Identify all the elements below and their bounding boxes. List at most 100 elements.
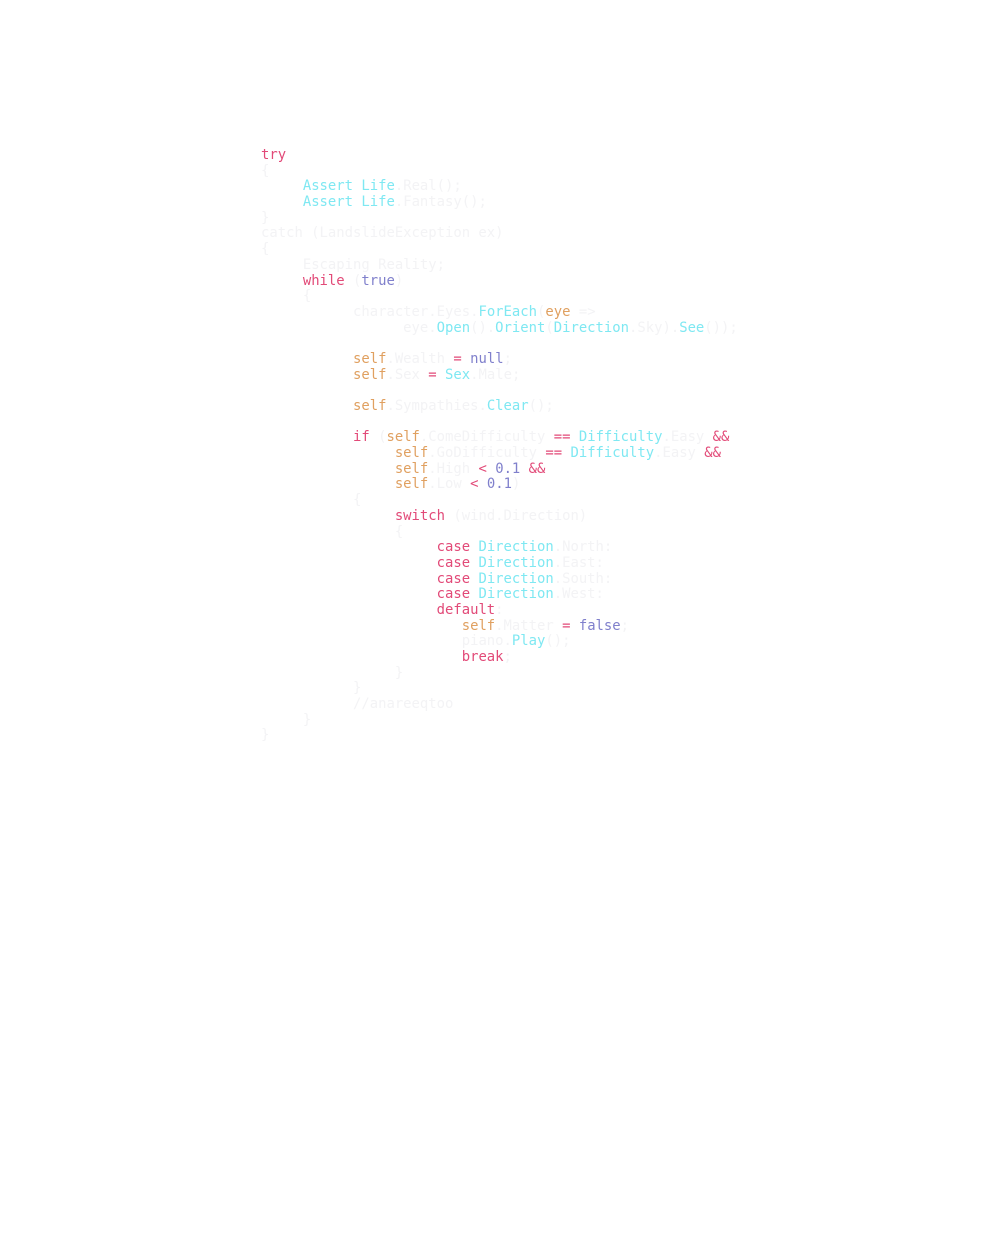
faint-token: eye. xyxy=(403,319,437,336)
type-token: Play xyxy=(511,633,546,650)
self-token: self xyxy=(353,350,387,367)
faint-token xyxy=(478,476,486,492)
indent xyxy=(261,492,353,508)
code-line: catch (LandslideException ex) xyxy=(261,226,738,242)
code-line xyxy=(261,336,738,352)
faint-token: (). xyxy=(470,319,496,336)
type-token: ForEach xyxy=(478,303,537,320)
code-line xyxy=(261,383,738,399)
code-line: { xyxy=(261,288,738,305)
indent xyxy=(261,398,353,414)
faint-token: .South: xyxy=(553,570,613,587)
code-block: try{ Assert Life.Real(); Assert Life.Fan… xyxy=(261,147,738,744)
faint-token: .Matter xyxy=(495,617,563,634)
self-token: self xyxy=(461,617,496,634)
faint-token: { xyxy=(353,492,362,509)
faint-token: .Easy xyxy=(654,445,705,462)
indent xyxy=(261,524,395,540)
faint-token xyxy=(437,367,445,383)
faint-token: (); xyxy=(545,633,571,650)
code-line: //anareeqtoo xyxy=(261,696,738,713)
faint-token: .North: xyxy=(553,539,613,556)
keyword-token: if xyxy=(353,429,370,446)
faint-token: ( xyxy=(344,272,362,289)
operator-token: == xyxy=(553,429,571,446)
faint-token: { xyxy=(302,288,312,305)
operator-token: < xyxy=(478,460,487,477)
faint-token xyxy=(570,618,578,634)
operator-token: = xyxy=(428,366,437,383)
faint-token: .Fantasy(); xyxy=(394,194,487,211)
faint-token: ; xyxy=(503,649,512,665)
faint-token: Escaping Reality; xyxy=(302,256,445,273)
code-line: self.Low < 0.1) xyxy=(261,477,738,493)
indent xyxy=(261,351,353,367)
faint-token xyxy=(570,429,578,445)
faint-token: ) xyxy=(394,272,404,289)
type-token: Direction xyxy=(478,570,554,587)
code-line: case Direction.North: xyxy=(261,539,738,556)
code-line: self.Matter = false; xyxy=(261,617,738,635)
keyword-token: case xyxy=(436,570,471,587)
faint-token: .GoDifficulty xyxy=(428,445,546,462)
indent xyxy=(261,712,303,728)
code-line: } xyxy=(261,728,738,744)
keyword-token: case xyxy=(436,586,471,603)
code-line xyxy=(261,415,738,431)
keyword-token: while xyxy=(302,272,345,289)
faint-token: .High xyxy=(428,460,479,477)
faint-token: .ComeDifficulty xyxy=(419,429,554,446)
indent xyxy=(261,618,462,634)
faint-token: character.Eyes. xyxy=(353,303,479,320)
faint-token xyxy=(487,461,495,477)
type-token: See xyxy=(679,319,705,336)
type-token: Life xyxy=(361,178,395,195)
faint-token: .Male; xyxy=(470,366,521,383)
keyword-token: case xyxy=(436,554,471,571)
faint-token: } xyxy=(261,209,270,226)
operator-token: && xyxy=(712,429,730,446)
indent xyxy=(261,508,395,524)
indent xyxy=(261,602,437,618)
keyword-token: case xyxy=(436,539,471,556)
indent xyxy=(261,461,395,477)
code-line: while (true) xyxy=(261,272,738,290)
faint-token: //anareeqtoo xyxy=(353,696,454,713)
faint-token: .East: xyxy=(553,554,604,571)
keyword-token: break xyxy=(461,649,504,665)
code-line: case Direction.West: xyxy=(261,586,738,603)
indent xyxy=(261,476,395,492)
code-line: try xyxy=(261,147,738,164)
faint-token: : xyxy=(495,601,504,618)
self-token: self xyxy=(386,429,420,446)
indent xyxy=(261,273,303,289)
code-line: } xyxy=(261,711,738,729)
indent xyxy=(261,320,403,336)
type-token: Difficulty xyxy=(578,429,663,446)
faint-token: .Sympathies. xyxy=(386,398,487,414)
faint-token: catch (LandslideException ex) xyxy=(261,225,504,242)
code-line: case Direction.South: xyxy=(261,570,738,588)
self-token: self xyxy=(394,460,429,477)
operator-token: = xyxy=(453,350,462,367)
self-token: eye xyxy=(545,303,571,320)
code-line: } xyxy=(261,665,738,682)
faint-token: .Real(); xyxy=(394,178,462,195)
indent xyxy=(261,257,303,273)
operator-token: && xyxy=(528,460,546,477)
indent xyxy=(261,288,303,304)
faint-token: } xyxy=(302,711,312,728)
indent xyxy=(261,539,437,555)
operator-token: < xyxy=(470,476,479,493)
faint-token: ( xyxy=(545,319,554,336)
literal-token: 0.1 xyxy=(495,460,521,477)
faint-token: ; xyxy=(620,617,630,634)
literal-token: false xyxy=(578,617,621,634)
type-token: Direction xyxy=(553,319,630,336)
indent xyxy=(261,571,437,587)
faint-token: ( xyxy=(369,429,387,446)
type-token: Direction xyxy=(478,539,554,556)
code-line: self.Sympathies.Clear(); xyxy=(261,398,738,415)
indent xyxy=(261,633,462,649)
keyword-token: default xyxy=(436,601,496,618)
